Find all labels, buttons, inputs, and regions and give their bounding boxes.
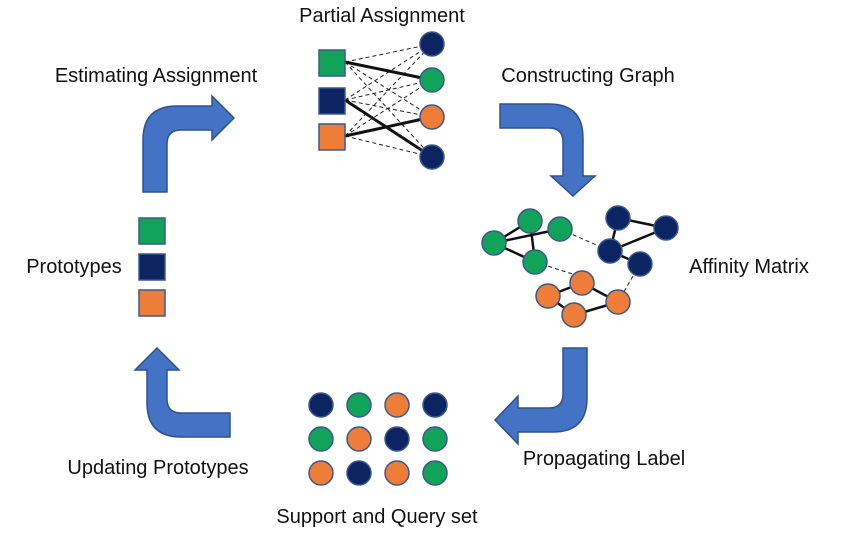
pa-node-orange [419, 104, 445, 130]
pa-node-navy [419, 144, 445, 170]
pa-prototype-navy [318, 87, 346, 115]
label-support-query-set: Support and Query set [276, 506, 478, 528]
arrow-updating-prototypes [133, 346, 231, 438]
affinity-node-navy [653, 215, 679, 241]
affinity-node-green [547, 216, 573, 242]
pa-prototype-green [318, 49, 346, 77]
support-query-grid [308, 392, 448, 486]
prototype-square-orange [138, 289, 166, 317]
pa-node-navy [419, 31, 445, 57]
affinity-node-orange [535, 283, 561, 309]
affinity-node-orange [605, 289, 631, 315]
arrow-constructing-graph [499, 103, 597, 198]
assignment-edge [344, 115, 433, 138]
sample-node-green [422, 460, 448, 486]
dashed-edge [344, 135, 433, 158]
affinity-node-orange [561, 302, 587, 328]
sample-node-navy [422, 392, 448, 418]
sample-node-navy [346, 460, 372, 486]
affinity-node-navy [597, 238, 623, 264]
sample-node-green [422, 426, 448, 452]
dashed-edge [344, 79, 433, 137]
affinity-node-navy [605, 205, 631, 231]
label-affinity-matrix: Affinity Matrix [689, 256, 809, 278]
partial-assignment-graph [318, 31, 445, 170]
pa-node-green [419, 67, 445, 93]
sample-node-green [308, 426, 334, 452]
affinity-node-green [522, 249, 548, 275]
label-propagating-label: Propagating Label [523, 448, 685, 470]
dashed-edge [344, 61, 433, 158]
label-partial-assignment: Partial Assignment [299, 5, 465, 27]
label-updating-prototypes: Updating Prototypes [67, 457, 248, 479]
affinity-graph [481, 205, 679, 328]
sample-node-navy [384, 426, 410, 452]
arrow-propagating-label [493, 347, 588, 446]
prototype-column [138, 217, 166, 317]
prototype-square-navy [138, 253, 166, 281]
dashed-edge [344, 43, 433, 137]
label-prototypes: Prototypes [26, 256, 122, 278]
affinity-node-green [517, 208, 543, 234]
assignment-edge [344, 60, 433, 82]
affinity-node-navy [627, 251, 653, 277]
assignment-edge [344, 98, 433, 159]
sample-node-orange [384, 392, 410, 418]
sample-node-orange [308, 460, 334, 486]
sample-node-navy [308, 392, 334, 418]
label-estimating-assignment: Estimating Assignment [55, 65, 258, 87]
pa-prototype-orange [318, 123, 346, 151]
sample-node-orange [384, 460, 410, 486]
label-constructing-graph: Constructing Graph [501, 65, 674, 87]
affinity-node-orange [569, 270, 595, 296]
sample-node-green [346, 392, 372, 418]
prototype-square-green [138, 217, 166, 245]
sample-node-orange [346, 426, 372, 452]
arrow-estimating-assignment [142, 94, 236, 193]
affinity-node-green [481, 230, 507, 256]
dashed-edge [344, 43, 433, 63]
